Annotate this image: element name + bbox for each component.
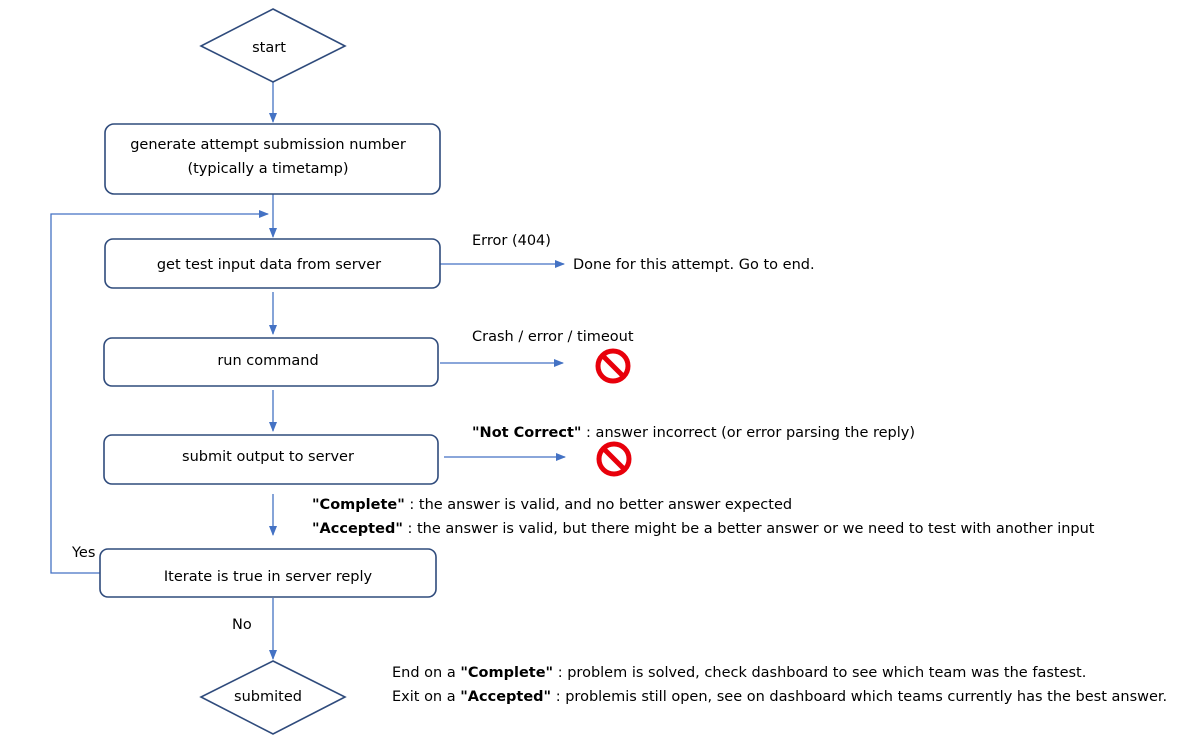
generate-box (104, 123, 441, 195)
iterate-label: Iterate is true in server reply (164, 569, 373, 585)
end-note: End on a "Complete" : problem is solved,… (392, 665, 1086, 681)
submit-output-box (103, 434, 439, 485)
iterate-box (99, 548, 437, 598)
submited-diamond (199, 660, 347, 735)
error-404-label: Error (404) (472, 233, 551, 249)
connectors (50, 82, 566, 660)
yes-label: Yes (71, 545, 95, 561)
submited-label: submited (234, 689, 302, 705)
end-notes: End on a "Complete" : problem is solved,… (392, 665, 1167, 705)
not-correct-desc: : answer incorrect (or error parsing the… (581, 425, 915, 441)
arrow-loop-back (50, 210, 269, 574)
start-label: start (252, 40, 286, 56)
end-key: "Complete" (460, 665, 553, 681)
complete-key: "Complete" (312, 497, 405, 513)
not-correct-label: "Not Correct" : answer incorrect (or err… (472, 425, 915, 441)
node-labels: start generate attempt submission number… (130, 40, 406, 705)
get-input-box (104, 238, 441, 289)
accepted-key: "Accepted" (312, 521, 403, 537)
edge-labels: Error (404) Done for this attempt. Go to… (71, 233, 1095, 633)
complete-desc: : the answer is valid, and no better ans… (405, 497, 792, 513)
exit-desc: : problemis still open, see on dashboard… (551, 689, 1167, 705)
exit-note: Exit on a "Accepted" : problemis still o… (392, 689, 1167, 705)
get-input-label: get test input data from server (157, 257, 381, 273)
exit-key: "Accepted" (460, 689, 551, 705)
crash-error-label: Crash / error / timeout (472, 329, 634, 345)
generate-label-line2: (typically a timetamp) (187, 161, 348, 177)
end-prefix: End on a (392, 665, 460, 681)
exit-prefix: Exit on a (392, 689, 460, 705)
run-command-label: run command (217, 353, 318, 369)
no-label: No (232, 617, 252, 633)
complete-label: "Complete" : the answer is valid, and no… (312, 497, 792, 513)
no-entry-icon (596, 441, 632, 477)
generate-label-line1: generate attempt submission number (130, 137, 406, 153)
start-diamond (199, 8, 347, 83)
done-attempt-label: Done for this attempt. Go to end. (573, 257, 815, 273)
end-desc: : problem is solved, check dashboard to … (553, 665, 1086, 681)
shapes (99, 8, 441, 735)
no-entry-icon (595, 348, 631, 384)
run-command-box (103, 337, 439, 387)
accepted-label: "Accepted" : the answer is valid, but th… (312, 521, 1095, 537)
not-correct-key: "Not Correct" (472, 425, 581, 441)
accepted-desc: : the answer is valid, but there might b… (403, 521, 1095, 537)
submit-output-label: submit output to server (182, 449, 354, 465)
